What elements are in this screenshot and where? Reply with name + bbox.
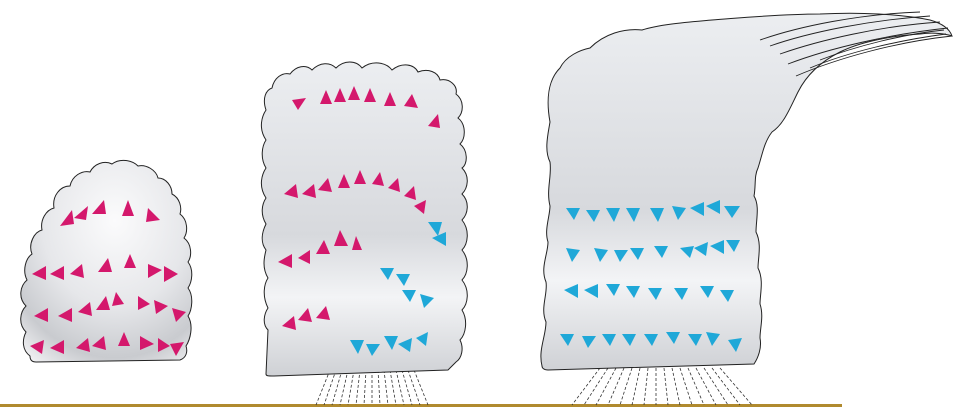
dissipating-cloud (541, 13, 952, 370)
rain-shaft (316, 370, 428, 405)
cumulus-stage (21, 160, 192, 362)
dissipating-stage (541, 12, 952, 405)
mature-stage (261, 62, 467, 405)
rain-shaft (572, 368, 752, 405)
